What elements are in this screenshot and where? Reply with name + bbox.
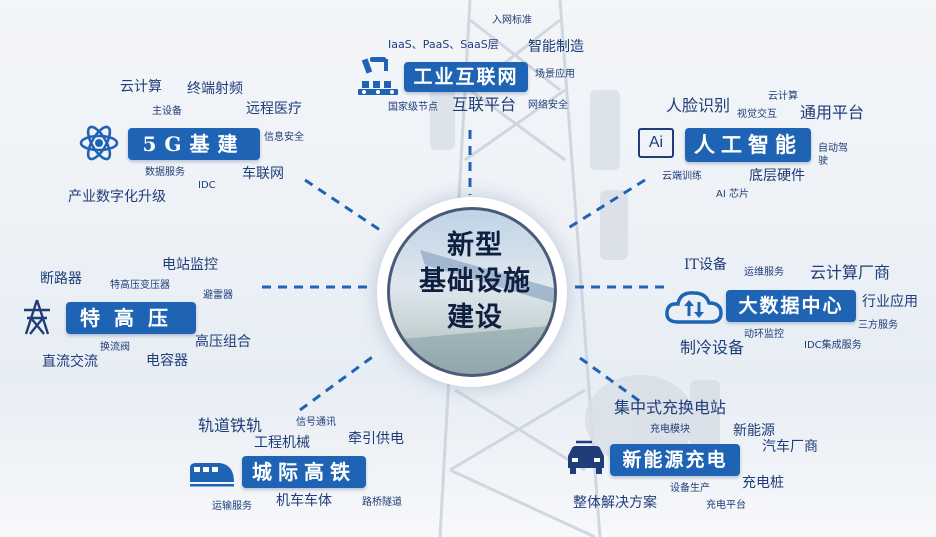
keyword: 云计算 (768, 91, 798, 102)
keyword: 充电模块 (650, 424, 690, 435)
node-industrial-internet: 工业互联网 (404, 62, 528, 92)
keyword: 通用平台 (800, 103, 865, 122)
keyword: 视觉交互 (737, 109, 777, 120)
keyword: 特高压变压器 (110, 280, 170, 291)
keyword: 场景应用 (535, 69, 575, 80)
keyword: 避雷器 (203, 290, 233, 301)
keyword: 国家级节点 (388, 102, 438, 113)
center-circle: 新型 基础设施 建设 (377, 197, 567, 387)
keyword: 行业应用 (862, 294, 918, 310)
keyword: 电站监控 (162, 257, 218, 273)
keyword: 高压组合 (195, 334, 251, 350)
keyword: 制冷设备 (680, 338, 745, 357)
keyword: 车联网 (242, 166, 284, 182)
keyword: 终端射频 (187, 81, 243, 97)
keyword: 互联平台 (452, 95, 517, 114)
keyword: 信息安全 (264, 132, 304, 143)
keyword: 三方服务 (858, 320, 898, 331)
airplane-wing-icon (390, 250, 554, 374)
high-speed-train-icon (190, 463, 234, 487)
keyword: 新能源 (733, 423, 775, 439)
keyword: 网络安全 (528, 100, 568, 111)
keyword: IDC (198, 180, 216, 191)
keyword: 换流阀 (100, 342, 130, 353)
center-photo: 新型 基础设施 建设 (387, 207, 557, 377)
node-intercity-rail: 城际高铁 (242, 456, 366, 488)
power-tower-icon (24, 299, 50, 335)
keyword: 路桥隧道 (362, 497, 402, 508)
node-ev-charging: 新能源充电 (610, 444, 740, 476)
keyword: 汽车厂商 (762, 439, 818, 455)
keyword: 断路器 (40, 271, 82, 287)
keyword: 云计算 (120, 79, 162, 95)
center-title-line2: 基础设施 (419, 266, 531, 297)
keyword: 工程机械 (254, 435, 310, 451)
keyword: AI 芯片 (716, 189, 749, 200)
keyword: 直流交流 (42, 354, 98, 370)
keyword: 电容器 (146, 353, 188, 369)
robot-arm-factory-icon (358, 57, 398, 95)
keyword: 轨道铁轨 (198, 416, 263, 435)
keyword: IDC集成服务 (804, 340, 862, 351)
keyword: 云计算厂商 (810, 263, 891, 282)
keyword: 底层硬件 (749, 168, 805, 184)
keyword: IT设备 (684, 257, 727, 273)
keyword: 智能制造 (528, 39, 584, 55)
atom-icon (79, 125, 119, 161)
keyword: 主设备 (152, 106, 182, 117)
keyword: 动环监控 (744, 329, 784, 340)
keyword: 充电桩 (742, 475, 784, 491)
keyword: 远程医疗 (246, 101, 302, 117)
keyword: 充电平台 (706, 500, 746, 511)
keyword: 自动驾驶 (818, 143, 848, 167)
keyword: 机车车体 (276, 493, 332, 509)
keyword: 信号通讯 (296, 417, 336, 428)
node-big-data-center: 大数据中心 (726, 290, 856, 322)
keyword: IaaS、PaaS、SaaS层 (388, 38, 499, 51)
node-ai: 人工智能 (685, 128, 811, 162)
cloud-data-icon (665, 291, 723, 324)
keyword: 牵引供电 (348, 431, 404, 447)
keyword: 入网标准 (492, 15, 532, 26)
keyword: 运维服务 (744, 267, 784, 278)
keyword: 人脸识别 (666, 96, 731, 115)
center-title-line3: 建设 (447, 302, 503, 333)
ai-chip-icon: Ai (638, 128, 674, 158)
keyword: 运输服务 (212, 501, 252, 512)
node-uhv: 特高压 (66, 302, 196, 334)
keyword: 产业数字化升级 (68, 189, 166, 205)
center-title-line1: 新型 (447, 230, 503, 261)
ev-charging-car-icon (568, 440, 604, 474)
node-5g: 5G基建 (128, 128, 260, 160)
keyword: 整体解决方案 (573, 495, 657, 511)
keyword: 数据服务 (145, 167, 185, 178)
keyword: 云端训练 (662, 171, 702, 182)
keyword: 设备生产 (670, 483, 710, 494)
keyword: 集中式充换电站 (614, 398, 727, 417)
